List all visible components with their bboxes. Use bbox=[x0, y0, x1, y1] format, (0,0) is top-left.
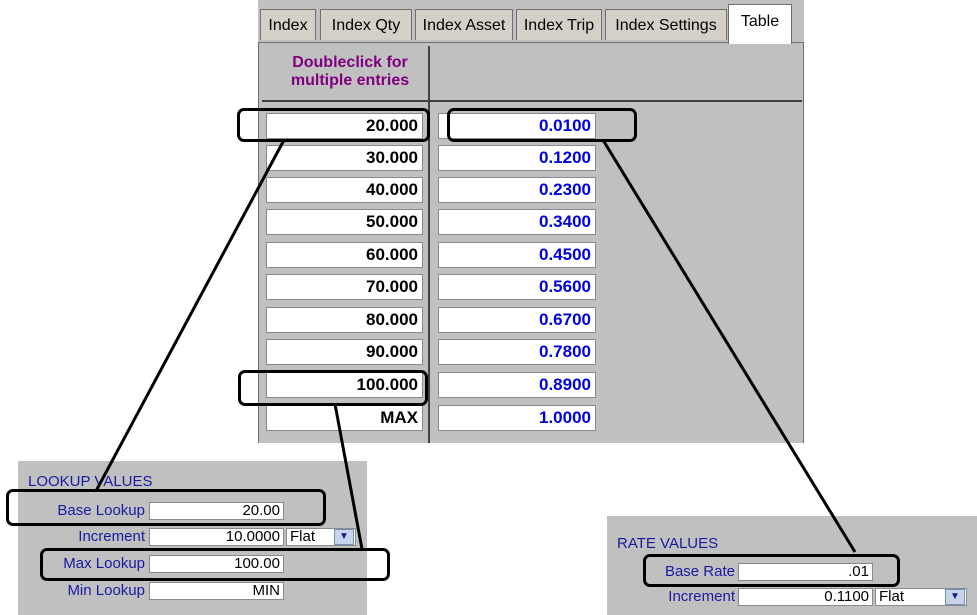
lookup-cell[interactable]: 50.000 bbox=[266, 209, 423, 235]
tab-index[interactable]: Index bbox=[260, 9, 316, 40]
rate-cell[interactable]: 0.6700 bbox=[438, 307, 596, 333]
lookup-cell[interactable]: 30.000 bbox=[266, 145, 423, 171]
rate-increment-field[interactable]: 0.1100 bbox=[738, 588, 873, 606]
callout-box-base-lookup bbox=[6, 489, 326, 526]
callout-box-last-lookup bbox=[238, 370, 428, 406]
base-lookup-field[interactable]: 20.00 bbox=[149, 502, 284, 520]
lookup-values-title: LOOKUP VALUES bbox=[28, 473, 153, 490]
rate-increment-label: Increment bbox=[668, 588, 735, 605]
rate-cell[interactable]: 0.5600 bbox=[438, 274, 596, 300]
lookup-cell[interactable]: 70.000 bbox=[266, 274, 423, 300]
rate-cell[interactable]: 0.3400 bbox=[438, 209, 596, 235]
header-line-2: multiple entries bbox=[290, 72, 410, 89]
chevron-down-icon[interactable]: ▼ bbox=[334, 529, 354, 545]
callout-box-base-rate bbox=[643, 554, 900, 587]
rate-cell[interactable]: 0.0100 bbox=[438, 113, 596, 139]
tab-strip: Index Index Qty Index Asset Index Trip I… bbox=[258, 0, 804, 44]
rate-cell[interactable]: 0.7800 bbox=[438, 339, 596, 365]
rate-cell[interactable]: 0.2300 bbox=[438, 177, 596, 203]
callout-box-first-lookup bbox=[237, 108, 430, 142]
lookup-cell[interactable]: 100.000 bbox=[266, 372, 423, 398]
header-divider bbox=[262, 100, 802, 102]
base-lookup-label: Base Lookup bbox=[57, 502, 145, 519]
rate-values-title: RATE VALUES bbox=[617, 535, 719, 552]
tab-index-settings[interactable]: Index Settings bbox=[605, 9, 727, 40]
min-lookup-label: Min Lookup bbox=[67, 582, 145, 599]
callout-box-first-rate bbox=[447, 108, 637, 142]
max-lookup-label: Max Lookup bbox=[63, 555, 145, 572]
callout-line-base-lookup bbox=[94, 139, 286, 492]
callout-line-base-rate bbox=[601, 139, 857, 553]
lookup-values-panel: LOOKUP VALUES Base Lookup 20.00 Incremen… bbox=[18, 461, 367, 615]
lookup-cell[interactable]: 80.000 bbox=[266, 307, 423, 333]
lookup-cell[interactable]: 60.000 bbox=[266, 242, 423, 268]
rate-cell[interactable]: 0.8900 bbox=[438, 372, 596, 398]
callout-box-max-lookup bbox=[40, 548, 390, 581]
max-lookup-field[interactable]: 100.00 bbox=[149, 555, 284, 573]
callout-line-max-lookup bbox=[333, 403, 364, 550]
rate-increment-type-select[interactable]: Flat bbox=[875, 588, 967, 606]
tab-index-qty[interactable]: Index Qty bbox=[320, 9, 412, 40]
lookup-cell[interactable]: 90.000 bbox=[266, 339, 423, 365]
increment-label: Increment bbox=[78, 528, 145, 545]
increment-type-value: Flat bbox=[290, 528, 316, 545]
rate-cell[interactable]: 0.1200 bbox=[438, 145, 596, 171]
chevron-down-icon[interactable]: ▼ bbox=[945, 589, 965, 605]
table-window: Index Index Qty Index Asset Index Trip I… bbox=[258, 0, 804, 443]
rate-increment-type-value: Flat bbox=[879, 588, 905, 605]
table-header: Doubleclick for multiple entries bbox=[270, 54, 430, 90]
lookup-cell[interactable]: 40.000 bbox=[266, 177, 423, 203]
base-rate-field[interactable]: .01 bbox=[738, 563, 873, 581]
min-lookup-field[interactable]: MIN bbox=[149, 582, 284, 600]
column-divider bbox=[428, 46, 430, 443]
rate-cell[interactable]: 1.0000 bbox=[438, 405, 596, 431]
header-line-1: Doubleclick for bbox=[292, 54, 408, 71]
lookup-cell[interactable]: MAX bbox=[266, 405, 423, 431]
increment-field[interactable]: 10.0000 bbox=[149, 528, 284, 546]
tab-table[interactable]: Table bbox=[728, 4, 792, 44]
lookup-cell[interactable]: 20.000 bbox=[266, 113, 423, 139]
rate-cell[interactable]: 0.4500 bbox=[438, 242, 596, 268]
tab-index-trip[interactable]: Index Trip bbox=[516, 9, 602, 40]
tab-index-asset[interactable]: Index Asset bbox=[415, 9, 513, 40]
rate-values-panel: RATE VALUES Base Rate .01 Increment 0.11… bbox=[607, 516, 977, 615]
base-rate-label: Base Rate bbox=[664, 563, 735, 580]
